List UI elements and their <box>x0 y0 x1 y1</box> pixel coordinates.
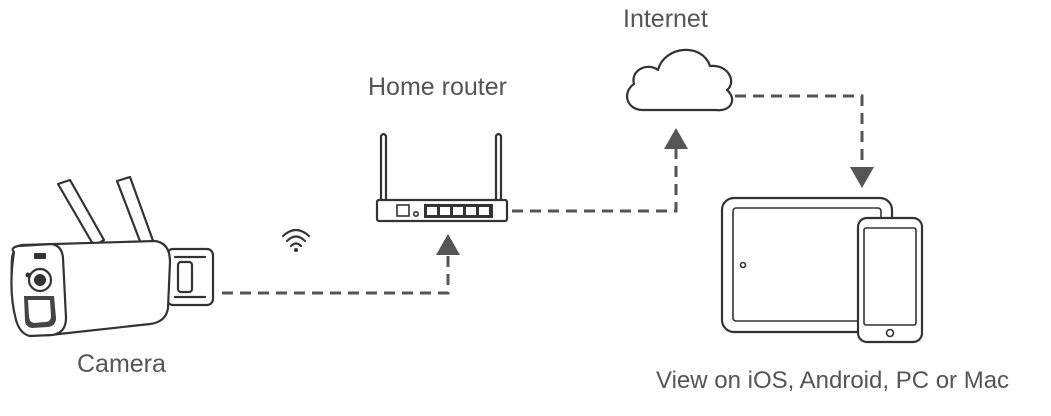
wifi-icon <box>281 228 311 252</box>
cloud-icon <box>626 48 734 112</box>
router-label: Home router <box>368 73 507 101</box>
camera-to-router-connection <box>222 234 460 295</box>
devices-label: View on iOS, Android, PC or Mac <box>656 367 1010 394</box>
phone-icon <box>856 216 924 344</box>
router-to-internet-connection <box>512 128 688 213</box>
camera-icon <box>10 175 215 338</box>
tablet-icon <box>720 196 894 334</box>
internet-to-devices-connection <box>735 94 874 188</box>
camera-label: Camera <box>77 350 166 378</box>
router-icon <box>375 132 509 223</box>
internet-label: Internet <box>623 5 708 33</box>
